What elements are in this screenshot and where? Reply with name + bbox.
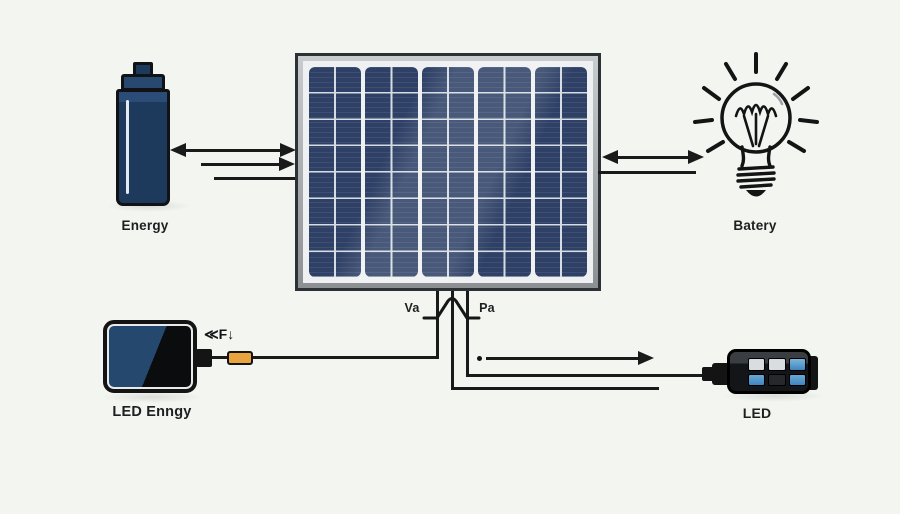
bulb-neck xyxy=(740,145,772,168)
flow-arrow-line xyxy=(486,357,638,360)
bulb-screw-base xyxy=(736,165,776,189)
port-white xyxy=(748,358,766,371)
fuse-icon xyxy=(227,351,253,365)
arrow-right-icon xyxy=(280,143,296,157)
arrow-left-icon xyxy=(602,150,618,164)
power-bank-icon xyxy=(103,320,197,393)
battery-body xyxy=(116,89,170,206)
arrow-right-icon xyxy=(279,157,295,171)
device-label: LED Enngy xyxy=(112,404,192,420)
port-white xyxy=(768,358,786,371)
double-arrow-line xyxy=(184,149,282,152)
port-blue xyxy=(788,358,806,371)
led-label: LED xyxy=(742,405,772,421)
device-shadow xyxy=(100,391,204,403)
arrow-left-icon xyxy=(170,143,186,157)
port-blue xyxy=(788,373,806,386)
panel-wire-3 xyxy=(466,291,469,377)
led-plug xyxy=(702,367,714,381)
wire-label-pa: Pa xyxy=(479,301,495,315)
battery-gloss xyxy=(126,100,129,194)
panel-cell-group xyxy=(309,67,362,277)
bulb-filament xyxy=(734,103,778,148)
bulb-tip xyxy=(746,190,766,197)
bulb-rays xyxy=(693,52,819,153)
panel-wire-2 xyxy=(451,291,454,390)
panel-cell-group xyxy=(534,67,588,277)
arrow-right-icon xyxy=(688,150,704,164)
single-arrow-line xyxy=(201,163,281,166)
panel-wire-1 xyxy=(436,291,439,359)
bottom-wire-3 xyxy=(466,374,706,377)
device-wire xyxy=(212,356,439,359)
plain-line xyxy=(598,171,696,174)
arrow-right-icon xyxy=(638,351,654,365)
bulb-label: Batery xyxy=(733,218,777,233)
panel-cell-group xyxy=(478,67,531,277)
device-connector xyxy=(196,349,212,367)
lightbulb-icon xyxy=(693,52,819,197)
plain-line xyxy=(214,177,296,180)
wire-annotation: ≪F↓ xyxy=(204,326,235,342)
bottom-wire-2 xyxy=(451,387,659,390)
battery-label: Energy xyxy=(121,218,169,233)
bulb-globe xyxy=(720,82,792,154)
port-blue xyxy=(748,373,766,386)
flow-arrow-dot xyxy=(477,356,482,361)
usb-led-module-icon xyxy=(727,349,811,394)
led-ports xyxy=(748,358,806,386)
device-screen xyxy=(109,326,191,387)
port-dark xyxy=(768,373,786,386)
wire-crossover-icon xyxy=(422,297,481,320)
bulb-gloss xyxy=(772,92,784,106)
wire-label-va: Va xyxy=(404,301,420,315)
double-arrow-line xyxy=(616,156,690,159)
panel-cell-group xyxy=(421,67,475,277)
panel-cell-group xyxy=(365,67,418,277)
led-plug-body xyxy=(712,363,730,385)
solar-panel-icon xyxy=(295,53,601,291)
panel-inner-frame xyxy=(303,61,593,283)
